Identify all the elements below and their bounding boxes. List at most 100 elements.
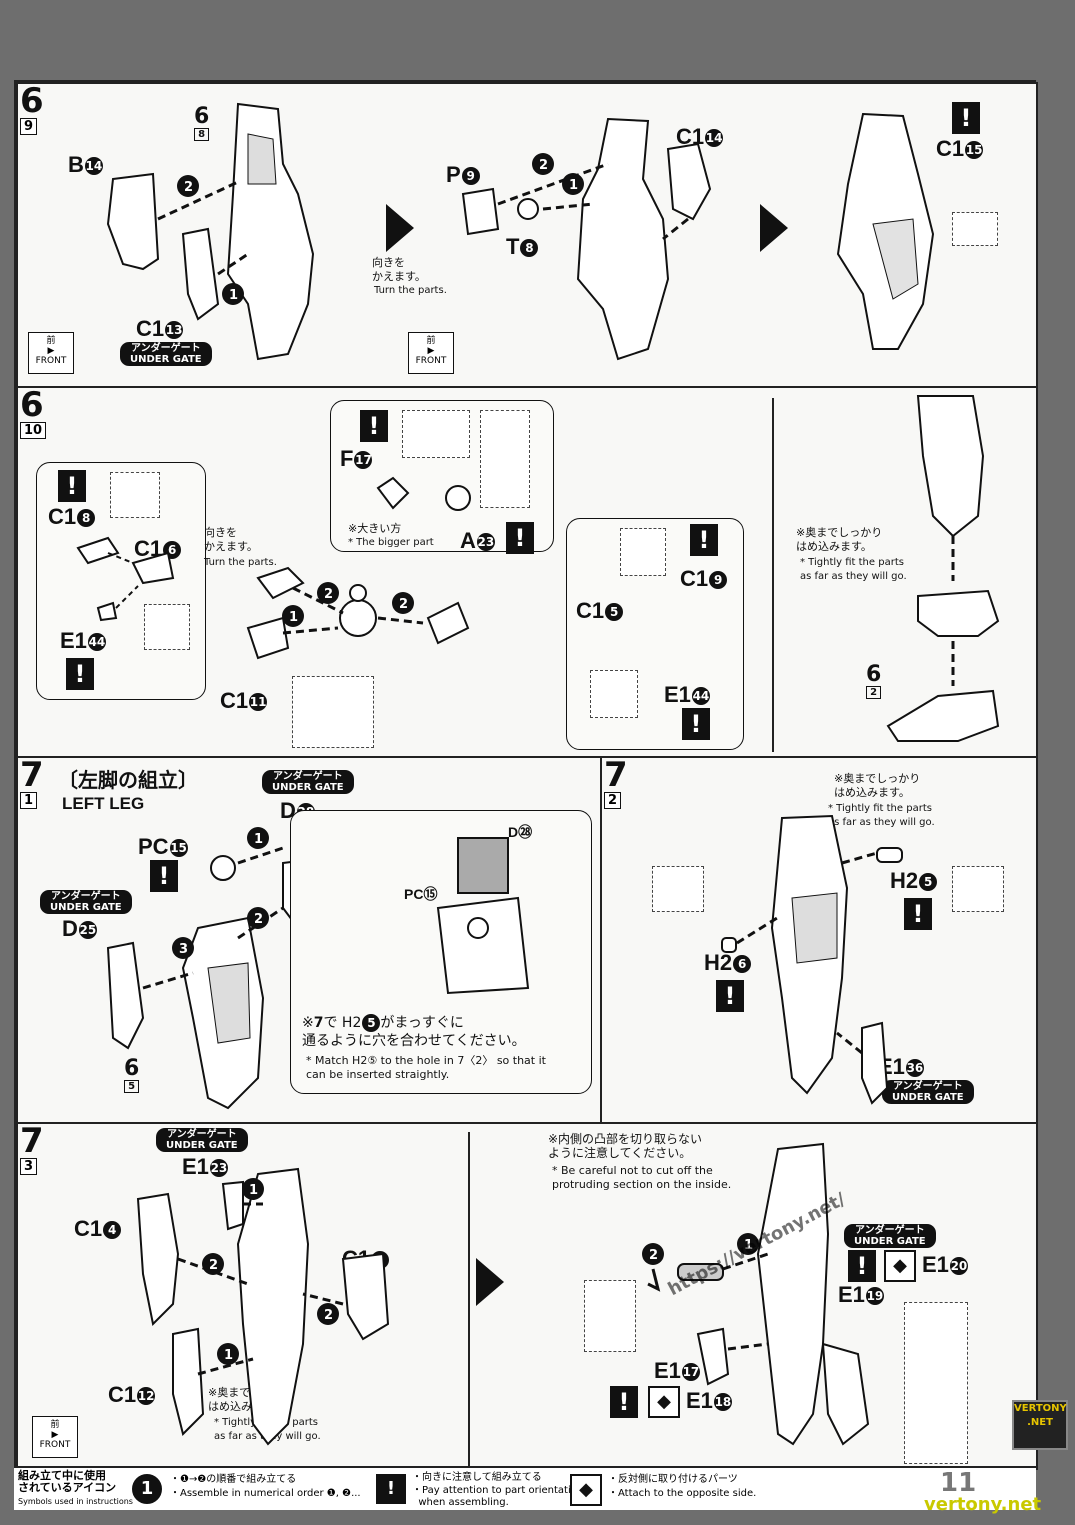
svg-text:2: 2 <box>209 1258 218 1273</box>
svg-text:1: 1 <box>249 1183 258 1198</box>
detail-box <box>292 676 374 748</box>
step-title-jp: 〔左脚の組立〕 <box>58 768 198 792</box>
detail-box <box>590 670 638 718</box>
orientation-icon: ! <box>682 708 710 740</box>
orientation-icon: ! <box>66 658 94 690</box>
detail-box <box>480 410 530 508</box>
cut-warning-note-en: * Be careful not to cut off the protrudi… <box>552 1164 732 1191</box>
legend-title-jp: 組み立て中に使用 されているアイコン <box>18 1469 117 1494</box>
detail-box <box>402 410 470 458</box>
front-indicator: 前▶FRONT <box>32 1416 78 1458</box>
zoom-drawing <box>436 837 530 995</box>
next-arrow <box>476 1258 504 1306</box>
svg-text:1: 1 <box>289 610 298 625</box>
assembled-leg-drawing: 1 2 <box>642 1142 870 1446</box>
legend-opposite-en: ・Attach to the opposite side. <box>608 1488 757 1499</box>
svg-text:2: 2 <box>649 1248 658 1263</box>
detail-box <box>144 604 190 650</box>
small-parts-drawing <box>76 536 175 622</box>
orientation-icon: ! <box>904 898 932 930</box>
zoom-label-pc15: PC⑮ <box>404 886 438 902</box>
mech-leg-drawing-3 <box>836 112 935 350</box>
mech-leg-drawing: 2 1 <box>106 102 315 361</box>
svg-text:3: 3 <box>179 942 188 957</box>
next-arrow <box>760 204 788 252</box>
detail-box <box>652 866 704 912</box>
substep-number: 9 <box>20 118 38 135</box>
orientation-icon: ! <box>150 860 178 892</box>
next-arrow <box>386 204 414 252</box>
step-number: 7 <box>604 755 628 795</box>
svg-text:1: 1 <box>254 832 263 847</box>
step-number: 6 <box>20 81 44 121</box>
substep-number: 1 <box>20 792 38 809</box>
foot-assembly-drawing <box>886 395 1000 742</box>
svg-text:2: 2 <box>254 912 263 927</box>
svg-text:2: 2 <box>399 597 408 612</box>
step-number: 6 <box>20 385 44 425</box>
orientation-icon: ! <box>58 470 86 502</box>
detail-box <box>620 528 666 576</box>
orientation-icon: ! <box>360 410 388 442</box>
turn-note: 向きを かえます。 <box>372 256 426 283</box>
legend-order-jp: ・❶→❷の順番で組み立てる <box>170 1474 297 1485</box>
match-note-en: * Match H2⑤ to the hole in 7〈2〉 so that … <box>306 1054 546 1081</box>
zoom-callout <box>290 810 592 1094</box>
step-title-en: LEFT LEG <box>62 794 145 813</box>
svg-text:1: 1 <box>224 1348 233 1363</box>
legend-title-en: Symbols used in instructions <box>18 1497 133 1506</box>
orientation-icon: ! <box>952 102 980 134</box>
step-number: 7 <box>20 755 44 795</box>
legend-orient-en: ・Pay attention to part orientation when … <box>412 1485 584 1508</box>
tight-fit-note-en: * Tightly fit the parts as far as they w… <box>800 557 907 582</box>
front-indicator: 前▶FRONT <box>28 332 74 374</box>
mech-leg-drawing-2: 2 1 <box>461 117 712 361</box>
detail-box <box>952 866 1004 912</box>
tight-fit-note: ※奥までしっかり はめ込みます。 <box>796 526 883 553</box>
svg-text:1: 1 <box>744 1238 753 1253</box>
opposite-side-icon: ◆ <box>884 1250 916 1282</box>
svg-text:2: 2 <box>539 158 548 173</box>
opposite-side-icon: ◆ <box>648 1386 680 1418</box>
svg-text:2: 2 <box>324 1308 333 1323</box>
svg-text:2: 2 <box>324 587 333 602</box>
tight-fit-note: ※奥までしっかり はめ込みます。 <box>834 772 921 799</box>
leg-armor-drawing: 2 2 1 1 <box>136 1167 390 1446</box>
orientation-icon: ! <box>848 1250 876 1282</box>
icon-legend: 組み立て中に使用 されているアイコン Symbols used in instr… <box>14 1466 1036 1510</box>
zoom-label-d28: D㉘ <box>508 824 533 840</box>
opposite-side-icon: ◆ <box>570 1474 602 1506</box>
orientation-icon: ! <box>690 524 718 556</box>
joint-assembly-drawing: 2 2 1 <box>246 476 471 660</box>
divider <box>772 398 774 752</box>
order-icon: 1 <box>132 1474 162 1504</box>
turn-note: 向きを かえます。 <box>204 526 258 553</box>
leg-drawing <box>721 814 903 1105</box>
substep-number: 10 <box>20 422 47 439</box>
svg-text:1: 1 <box>229 288 238 303</box>
